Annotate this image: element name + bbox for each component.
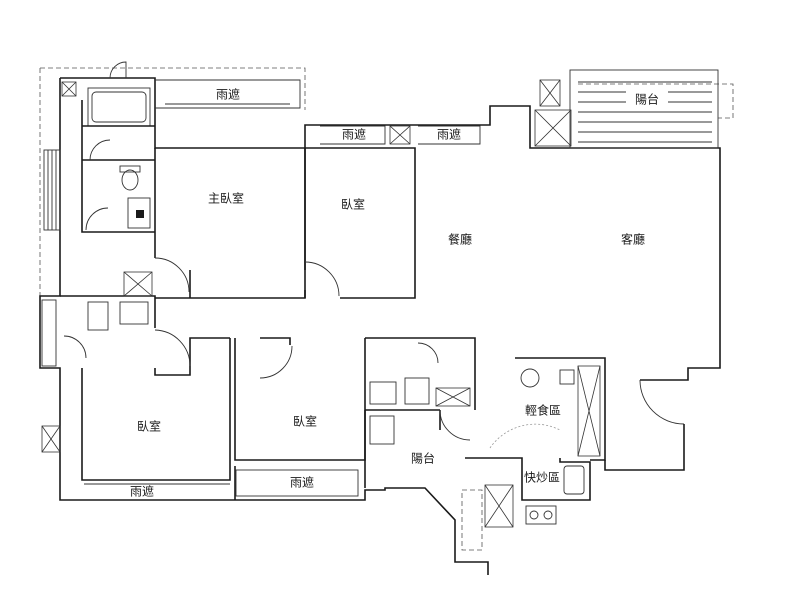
canopy-master [155,79,301,109]
bedroom-left-wall [81,338,231,481]
door-arc-bedroom-mid [259,345,293,379]
canopy-label-bottom-left: 雨遮 [130,484,154,499]
door-arc-bedroom-top [304,261,340,297]
bedroom-mid-wall [234,338,366,461]
kitchen-wall [465,357,606,501]
room-label-bedroom-mid: 臥室 [293,414,317,429]
utility-washer [404,377,430,405]
duct-balcony [539,79,561,107]
room-label-wok-kitchen: 快炒區 [524,471,560,485]
duct-top-right [534,109,572,147]
toilet-corridor [87,301,109,331]
balcony-mid-wall [364,409,441,488]
room-label-bedroom-left: 臥室 [137,419,161,434]
duct-top-left [61,81,77,97]
door-arc-master [154,257,190,293]
door-arc-entrance [639,379,685,425]
duct-corridor [123,271,153,297]
oven-square [559,369,575,385]
corridor-wall [60,295,476,410]
bathtub [87,87,151,127]
bedroom-top-wall [304,147,416,299]
room-label-balcony-mid: 陽台 [411,451,435,466]
room-label-living: 客廳 [621,232,645,247]
canopy-bedroom-top [320,125,386,145]
room-label-bedroom-top: 臥室 [341,197,365,212]
kitchen-sink [563,465,585,495]
canopy-label-master: 雨遮 [216,87,240,102]
master-bedroom-wall [154,148,306,299]
bath-wall [81,100,155,233]
canopy-label-bottom-mid: 雨遮 [290,475,314,490]
duct-top-mid [389,125,411,145]
toilet-master [121,169,139,191]
balcony-top [569,69,719,149]
outer-wall [39,77,721,575]
shaft-dashed [461,489,483,551]
utility-sink [369,381,397,405]
canopy-label-dining-top: 雨遮 [437,127,461,142]
room-label-dining: 餐廳 [448,232,472,247]
stove-top [525,505,557,525]
canopy-bottom-mid [235,469,359,497]
duct-kitchen-bottom [484,484,514,528]
closet-corridor [41,299,57,367]
room-label-light-kitchen: 輕食區 [525,403,561,418]
canopy-dining-top [418,125,481,145]
duct-utility [435,387,471,407]
canopy-label-bedroom-top: 雨遮 [342,127,366,142]
duct-kitchen [577,365,601,457]
balcony-mid-counter [369,415,395,445]
boundary-dashed-balcony [578,83,734,119]
room-label-balcony-top: 陽台 [635,92,659,107]
door-arc-bath [89,139,111,161]
boundary-dashed-left [39,67,306,296]
bathtub-inner [91,91,147,123]
sink-master [127,197,151,229]
duct-bottom-left [41,425,61,453]
sink-corridor [119,301,149,325]
door-arc-corridor [154,329,191,367]
room-label-master-bedroom: 主臥室 [208,191,244,206]
door-arc-bath2 [85,207,109,231]
kitchen-swing-arc [489,423,561,449]
entrance-wall [604,424,685,471]
cooktop-round [520,368,540,388]
